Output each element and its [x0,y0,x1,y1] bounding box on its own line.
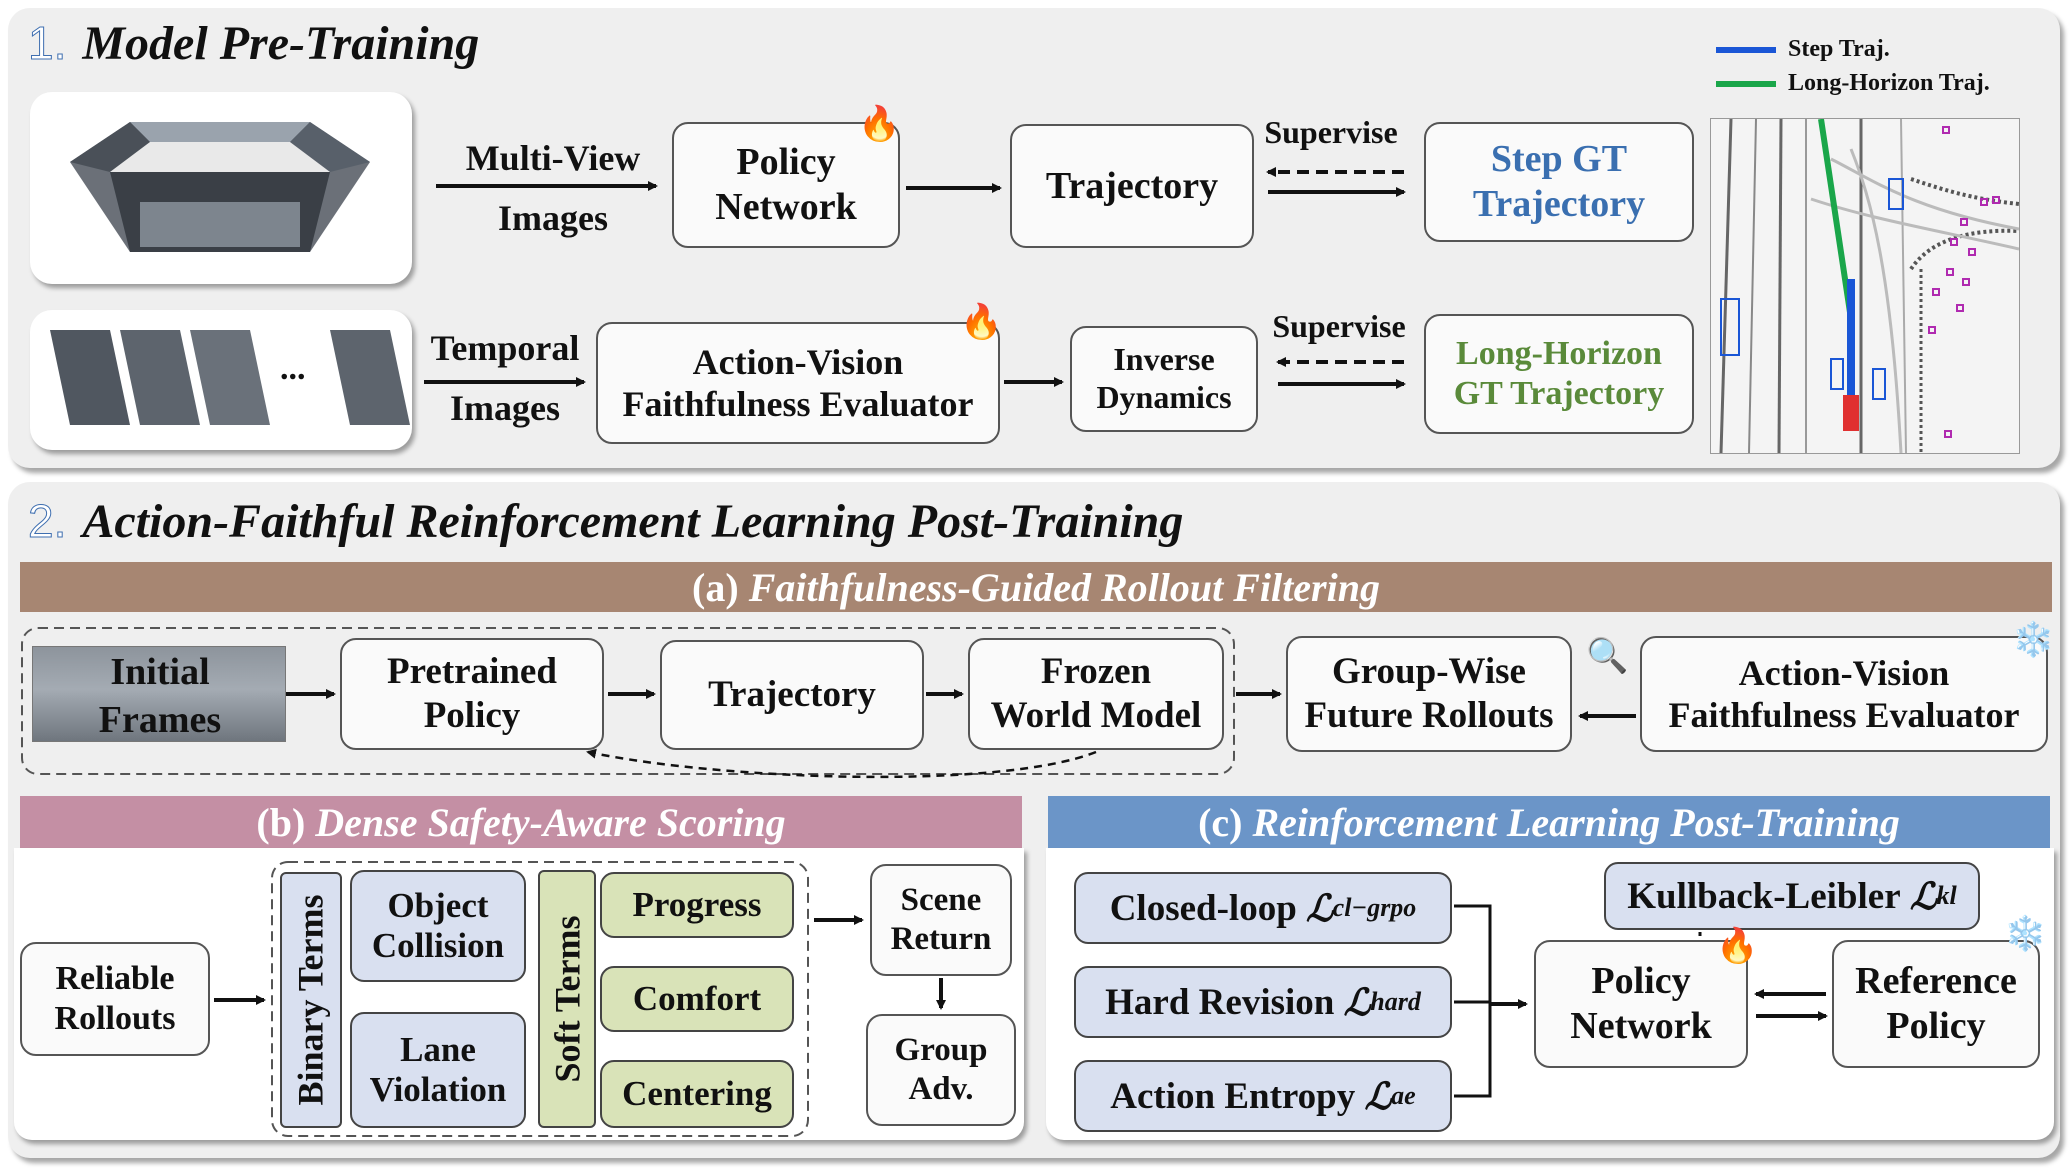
legend-long: Long-Horizon Traj. [1716,70,1990,97]
section-b-bar: (b)Dense Safety-Aware Scoring [20,796,1022,848]
section-c-bar: (c)Reinforcement Learning Post-Training [1048,796,2050,848]
section1-number: 1. [27,17,67,70]
magnifier-icon: 🔍 [1586,638,1629,675]
comfort-box[interactable]: Comfort [600,966,794,1032]
snowflake-icon: ❄️ [2012,622,2055,659]
multiview-image-card [30,92,412,284]
temporal-image-card [30,310,412,450]
snowflake-icon: ❄️ [2004,916,2047,953]
multiview-camera-ring [70,122,370,252]
initial-frames-label: Initial Frames [98,651,222,741]
section2-header: 2. Action-Faithful Reinforcement Learning… [27,494,1184,549]
section1-title: Model Pre-Training [82,17,480,70]
soft-terms-label: Soft Terms [538,870,596,1128]
binary-terms-label: Binary Terms [280,872,342,1128]
supervise-top-label: Supervise [1264,114,1398,150]
fire-icon: 🔥 [1716,928,1759,965]
bev-map-drawing [1719,119,2019,453]
temporal-ellipsis: ... [280,350,306,387]
trajectory-box[interactable]: Trajectory [1010,124,1254,248]
multiview-label: Multi-View Images [465,138,641,238]
fire-icon: 🔥 [960,304,1003,341]
section-a-bar: (a)Faithfulness-Guided Rollout Filtering [20,562,2052,612]
legend-step-swatch [1716,46,1776,53]
legend-long-swatch [1716,80,1776,87]
section2-number: 2. [27,495,67,548]
temporal-label: Temporal Images [430,328,580,428]
fire-icon: 🔥 [858,106,901,143]
rollout-trajectory-box[interactable]: Trajectory [660,640,924,750]
temporal-frames [50,330,410,425]
legend-step: Step Traj. [1716,36,1890,63]
progress-box[interactable]: Progress [600,872,794,938]
section2-title: Action-Faithful Reinforcement Learning P… [82,495,1184,548]
bev-map [1710,118,2020,454]
centering-box[interactable]: Centering [600,1060,794,1128]
supervise-bottom-label: Supervise [1272,308,1406,344]
section1-header: 1. Model Pre-Training [27,16,480,71]
